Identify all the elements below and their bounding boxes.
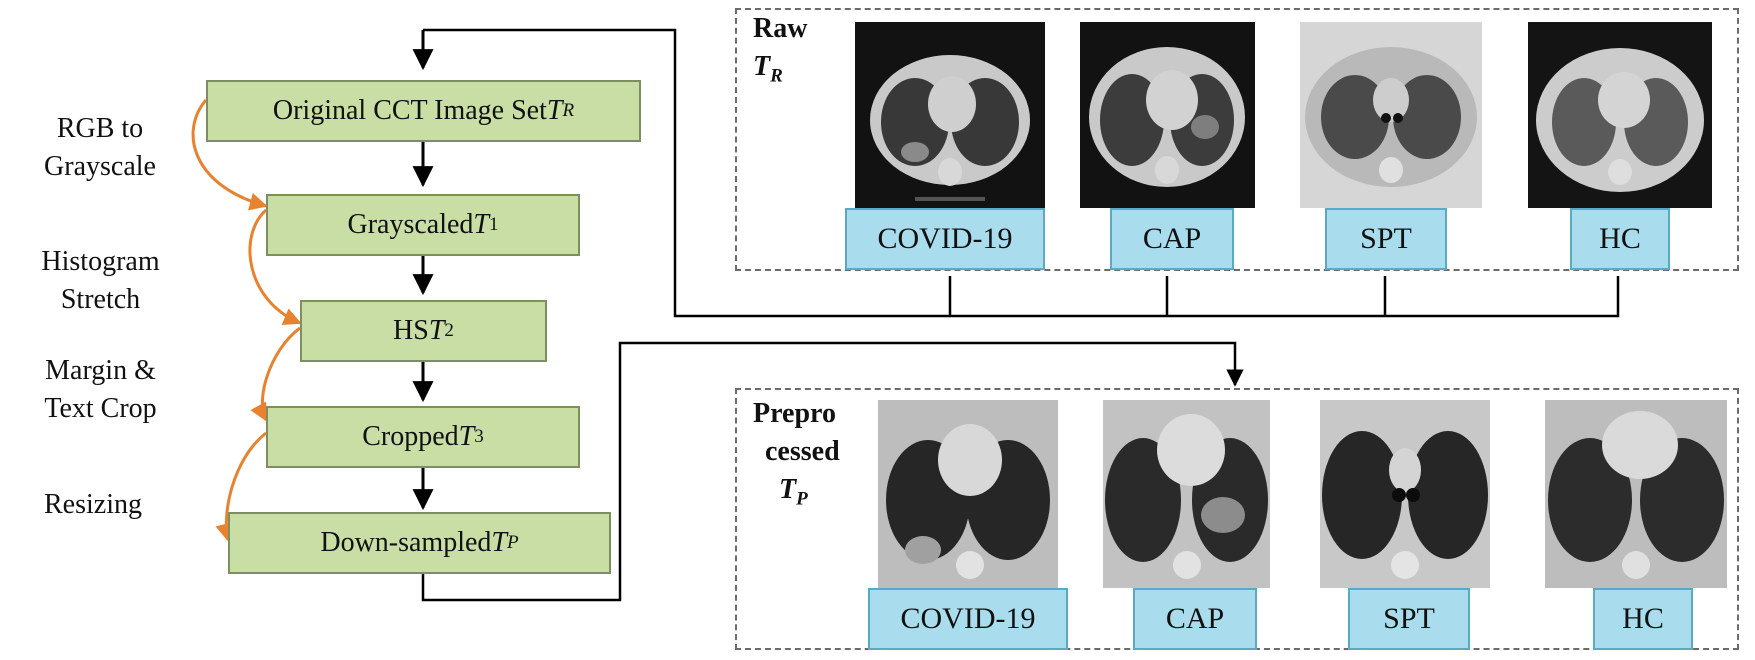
ct-scan-thumbnail bbox=[855, 22, 1045, 208]
ct-scan-thumbnail bbox=[1080, 22, 1255, 208]
class-label-raw: HC bbox=[1570, 208, 1670, 270]
class-label-preprocessed: COVID-19 bbox=[868, 588, 1068, 650]
operation-curves bbox=[191, 99, 302, 542]
raw-image-panel bbox=[735, 8, 1739, 271]
ct-scan-thumbnail bbox=[1528, 22, 1712, 208]
class-label-raw: SPT bbox=[1325, 208, 1447, 270]
preprocessed-panel-title: Prepro cessed TP bbox=[753, 398, 840, 510]
operation-label: Margin &Text Crop bbox=[44, 355, 157, 424]
ct-scan-thumbnail bbox=[1320, 400, 1490, 588]
class-label-preprocessed: HC bbox=[1593, 588, 1693, 650]
operation-label: Resizing bbox=[44, 489, 142, 520]
output-line bbox=[421, 341, 1244, 602]
ct-scan-thumbnail bbox=[1545, 400, 1727, 588]
ct-scan-thumbnail bbox=[1300, 22, 1482, 208]
raw-panel-title: Raw TR bbox=[753, 13, 808, 87]
class-label-preprocessed: SPT bbox=[1348, 588, 1470, 650]
ct-scan-thumbnail bbox=[878, 400, 1058, 588]
class-label-preprocessed: CAP bbox=[1133, 588, 1257, 650]
class-label-raw: CAP bbox=[1110, 208, 1234, 270]
ct-scan-thumbnail bbox=[1103, 400, 1270, 588]
class-label-raw: COVID-19 bbox=[845, 208, 1045, 270]
raw-feedback-line bbox=[423, 28, 1620, 318]
